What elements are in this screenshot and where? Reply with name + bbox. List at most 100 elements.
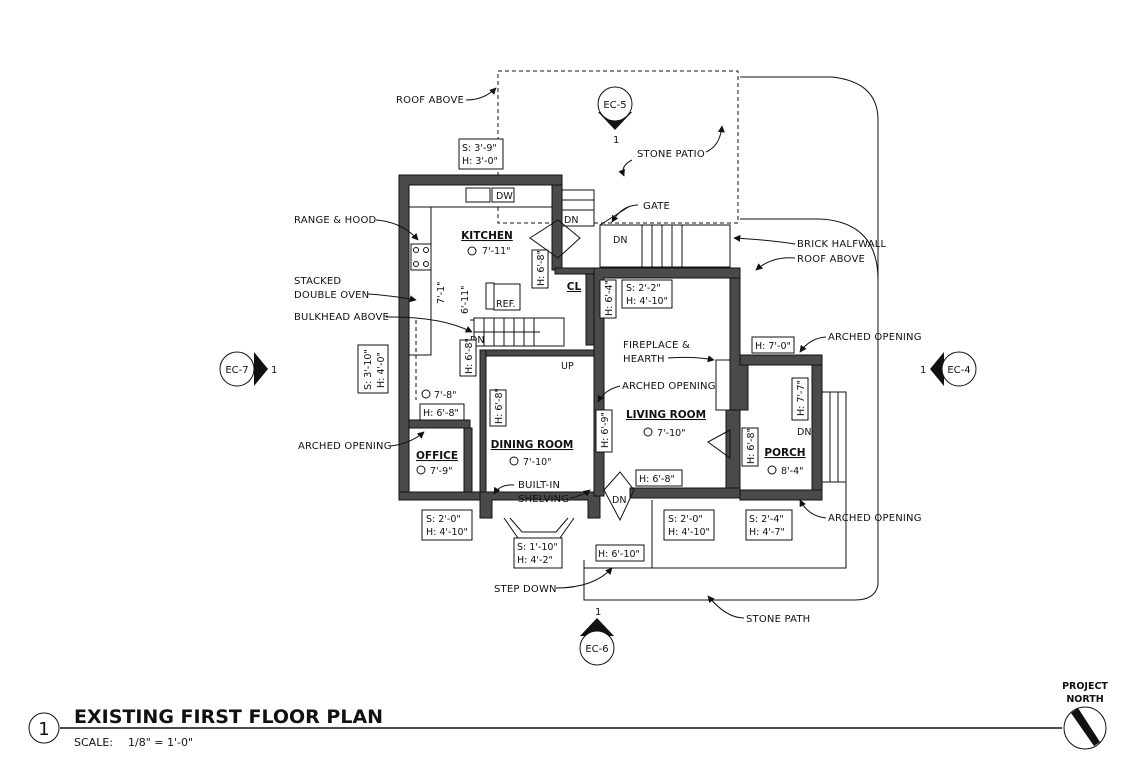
refrigerator-label: REF. xyxy=(496,299,516,310)
north-label-north: NORTH xyxy=(1066,694,1103,705)
height-hall-vertical: 7'-1" xyxy=(436,282,447,305)
room-name-dining: DINING ROOM xyxy=(491,439,574,451)
door-height-porch: H: 6'-8" xyxy=(746,428,757,464)
room-height-living: 7'-10" xyxy=(657,428,686,439)
door-height-office: H: 6'-8" xyxy=(423,408,459,419)
elevation-number: 1 xyxy=(271,365,277,376)
hall-height: 7'-8" xyxy=(434,390,457,401)
gate-stair-down-label: DN xyxy=(613,235,627,246)
elevation-label: EC-5 xyxy=(603,100,626,111)
room-kitchen: KITCHEN 7'-11" xyxy=(461,230,513,257)
callout-stone-path: STONE PATH xyxy=(746,614,810,625)
elevation-number: 1 xyxy=(613,135,619,146)
elevation-marker-ec4: EC-4 1 xyxy=(920,351,977,387)
room-height-kitchen: 7'-11" xyxy=(482,246,511,257)
dishwasher-label: DW xyxy=(496,191,513,202)
window-tag-line: S: 1'-10" xyxy=(517,542,558,553)
height-kitchen-vertical: 6'-11" xyxy=(460,285,471,314)
callout-stone-patio: STONE PATIO xyxy=(637,149,705,160)
height-marker-icon xyxy=(416,465,426,475)
door-height-dining: H: 6'-8" xyxy=(494,388,505,424)
callouts: ROOF ABOVE STONE PATIO GATE BRICK HALFWA… xyxy=(294,87,922,625)
page-title: EXISTING FIRST FLOOR PLAN xyxy=(74,706,383,728)
room-dining: DINING ROOM 7'-10" xyxy=(491,439,574,468)
north-arrow-icon: PROJECT NORTH xyxy=(1062,681,1108,750)
window-tag-kitchen: S: 3'-9" H: 3'-0" xyxy=(458,138,504,170)
elevation-marker-ec5: EC-5 1 xyxy=(597,86,633,146)
scale-label: SCALE: xyxy=(74,736,113,749)
room-name-living: LIVING ROOM xyxy=(626,409,706,421)
window-tag-bay: S: 1'-10" H: 4'-2" xyxy=(513,537,563,569)
porch-down-label: DN xyxy=(797,427,811,438)
scale-value: 1/8" = 1'-0" xyxy=(128,736,193,749)
room-porch: PORCH 8'-4" xyxy=(764,447,805,477)
room-living: LIVING ROOM 7'-10" xyxy=(626,409,706,439)
room-name-office: OFFICE xyxy=(416,450,458,462)
room-office: OFFICE 7'-9" xyxy=(416,450,458,477)
interior-stair-down-label: DN xyxy=(470,335,484,346)
window-tag-living-bottom: S: 2'-0" H: 4'-10" xyxy=(663,509,715,541)
height-marker-icon xyxy=(767,465,777,475)
door-height-kitchen: H: 6'-8" xyxy=(536,250,547,286)
callout-brick-halfwall: BRICK HALFWALL xyxy=(797,239,887,250)
window-tag-line: S: 2'-0" xyxy=(668,514,703,525)
window-tag-line: S: 3'-10" xyxy=(363,349,374,390)
callout-hearth: HEARTH xyxy=(623,354,665,365)
elevation-number: 1 xyxy=(595,607,601,618)
window-tag-line: H: 4'-10" xyxy=(668,527,710,538)
doors xyxy=(529,205,731,522)
window-tag-line: H: 3'-0" xyxy=(462,156,498,167)
callout-range-hood: RANGE & HOOD xyxy=(294,215,377,226)
door-height-tags: H: 6'-8" H: 6'-4" H: 6'-8" H: 6'-8" H: 6… xyxy=(419,249,809,562)
room-height-dining: 7'-10" xyxy=(523,457,552,468)
callout-bulkhead: BULKHEAD ABOVE xyxy=(294,312,389,323)
door-height-closet: H: 6'-4" xyxy=(604,280,615,316)
bay-window xyxy=(503,517,575,539)
callout-arched-porch-bottom: ARCHED OPENING xyxy=(828,513,922,524)
porch-steps xyxy=(821,391,847,483)
callout-step-down: STEP DOWN xyxy=(494,584,557,595)
window-tag-line: S: 2'-2" xyxy=(626,283,661,294)
drawing-number: 1 xyxy=(38,719,49,740)
callout-roof-above-top: ROOF ABOVE xyxy=(396,95,464,106)
callout-roof-above-right: ROOF ABOVE xyxy=(797,254,865,265)
door-height-porch-side: H: 7'-7" xyxy=(796,380,807,416)
room-height-office: 7'-9" xyxy=(430,466,453,477)
window-tag-west: S: 3'-10" H: 4'-0" xyxy=(357,344,389,394)
room-name-porch: PORCH xyxy=(764,447,805,459)
door-height-step: H: 6'-10" xyxy=(598,549,640,560)
elevation-marker-ec6: EC-6 1 xyxy=(579,607,615,666)
callout-arched-office: ARCHED OPENING xyxy=(298,441,392,452)
door-height-porch-arch: H: 7'-0" xyxy=(755,341,791,352)
elevation-label: EC-6 xyxy=(585,644,608,655)
window-tag-line: S: 3'-9" xyxy=(462,143,497,154)
height-marker-icon xyxy=(509,456,519,466)
callout-gate: GATE xyxy=(643,201,670,212)
stair-down-label: DN xyxy=(564,215,578,226)
window-tag-living-top: S: 2'-2" H: 4'-10" xyxy=(621,279,673,309)
elevation-marker-ec7: EC-7 1 xyxy=(219,351,277,387)
door-height-entry: H: 6'-8" xyxy=(639,474,675,485)
height-marker-icon xyxy=(421,389,431,399)
callout-fireplace: FIREPLACE & xyxy=(623,340,690,351)
window-tag-line: H: 4'-7" xyxy=(749,527,785,538)
callout-shelving: SHELVING xyxy=(518,494,569,505)
window-tag-line: S: 2'-0" xyxy=(426,514,461,525)
room-name-kitchen: KITCHEN xyxy=(461,230,513,242)
door-height-living-arch: H: 6'-9" xyxy=(600,412,611,448)
window-tag-line: H: 4'-10" xyxy=(626,296,668,307)
title-block: 1 EXISTING FIRST FLOOR PLAN SCALE: 1/8" … xyxy=(28,706,1062,749)
room-height-porch: 8'-4" xyxy=(781,466,804,477)
entry-down-label: DN xyxy=(612,495,626,506)
interior-stair-up-label: UP xyxy=(561,361,574,372)
window-tag-office: S: 2'-0" H: 4'-10" xyxy=(421,509,473,541)
walls xyxy=(398,174,823,519)
callout-double-oven: DOUBLE OVEN xyxy=(294,290,369,301)
callout-arched-living: ARCHED OPENING xyxy=(622,381,716,392)
elevation-label: EC-7 xyxy=(225,365,248,376)
window-tag-line: H: 4'-0" xyxy=(376,352,387,388)
height-marker-icon xyxy=(643,427,653,437)
elevation-number: 1 xyxy=(920,365,926,376)
elevation-label: EC-4 xyxy=(947,365,970,376)
interior-stair xyxy=(473,317,565,347)
